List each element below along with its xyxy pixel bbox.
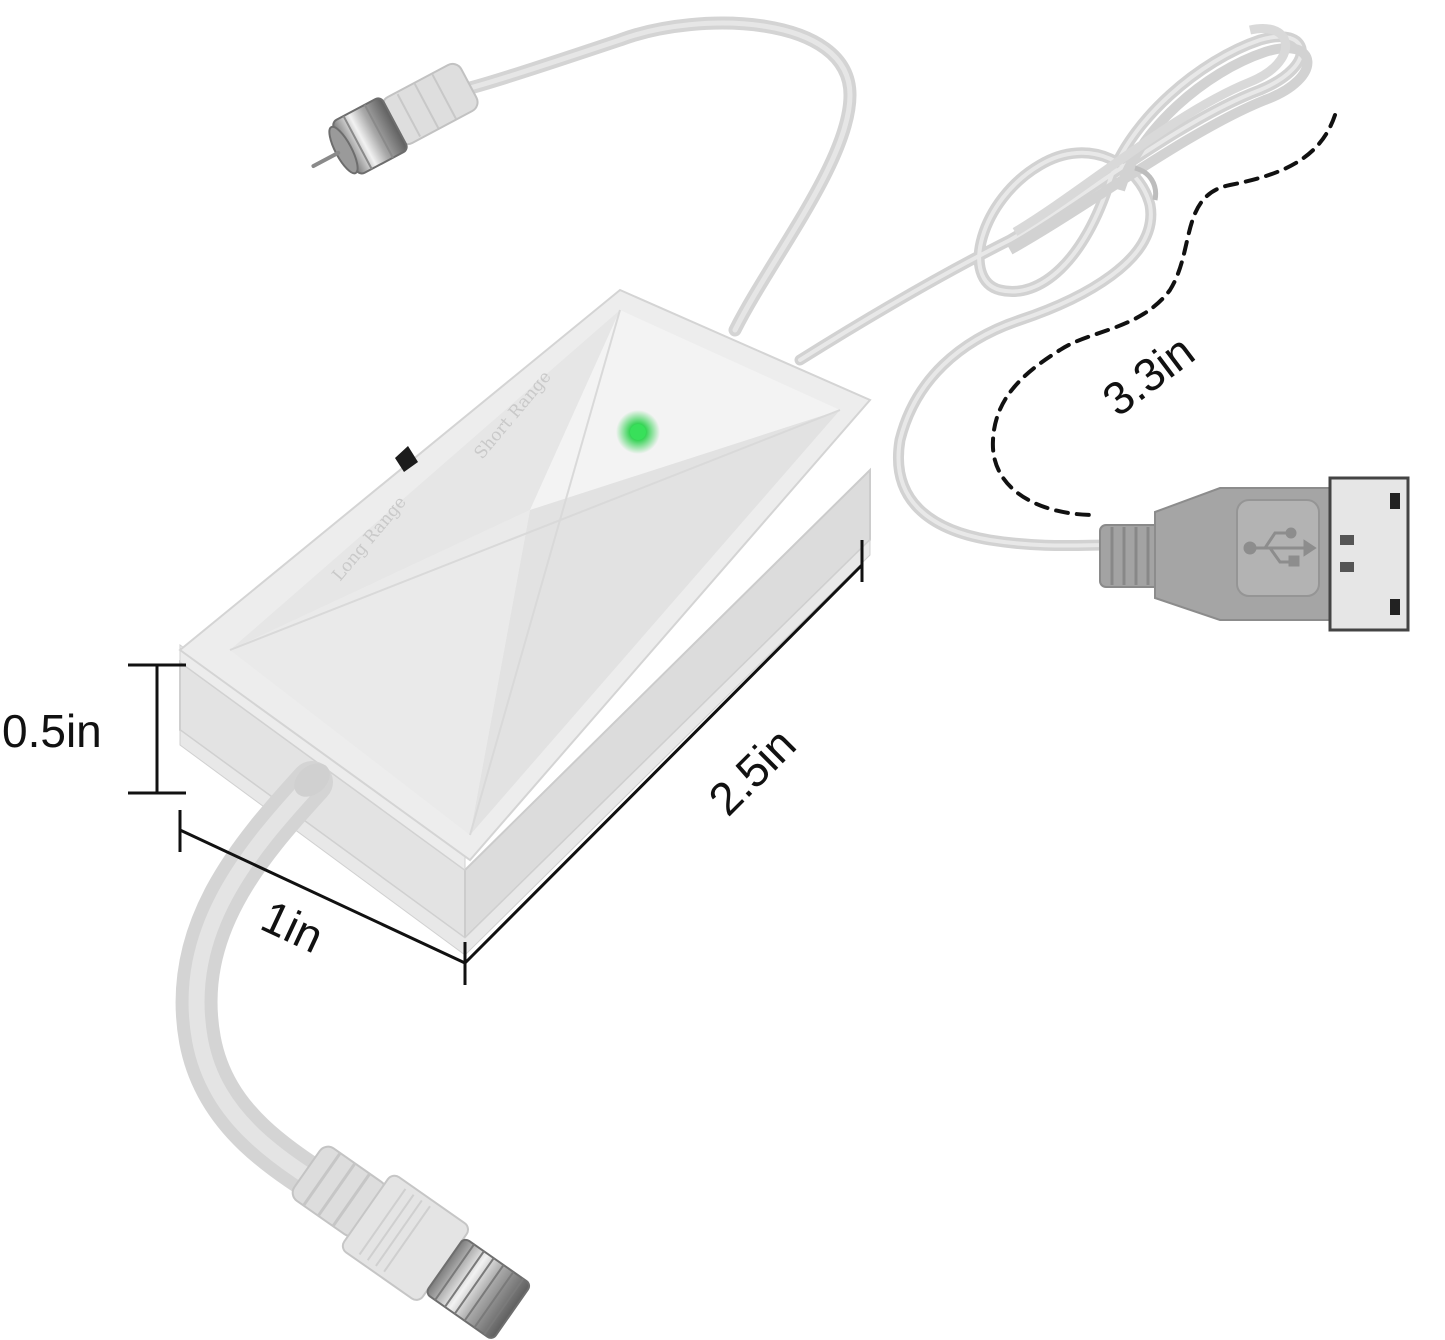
- usb-a-plug: [1099, 476, 1410, 632]
- range-switch: [395, 446, 418, 472]
- width-dimension-line: [178, 810, 467, 985]
- length-dimension-line: [463, 540, 864, 965]
- top-coax-cable: [463, 16, 857, 337]
- height-label: 0.5in: [2, 705, 102, 757]
- status-led: [616, 410, 660, 454]
- cable-length-dashed-line: [990, 113, 1337, 517]
- bottom-coax-cable: [175, 761, 366, 1221]
- bottom-f-connector: [291, 1145, 531, 1339]
- amplifier-housing: [178, 288, 872, 956]
- height-dimension-line: [128, 663, 186, 795]
- top-f-connector: [311, 62, 479, 175]
- length-label: 2.5in: [698, 718, 805, 825]
- usb-cable: [794, 24, 1313, 552]
- usb-symbol-icon: [1243, 527, 1317, 567]
- cable-length-label: 3.3in: [1093, 324, 1204, 426]
- width-label: 1in: [254, 890, 332, 963]
